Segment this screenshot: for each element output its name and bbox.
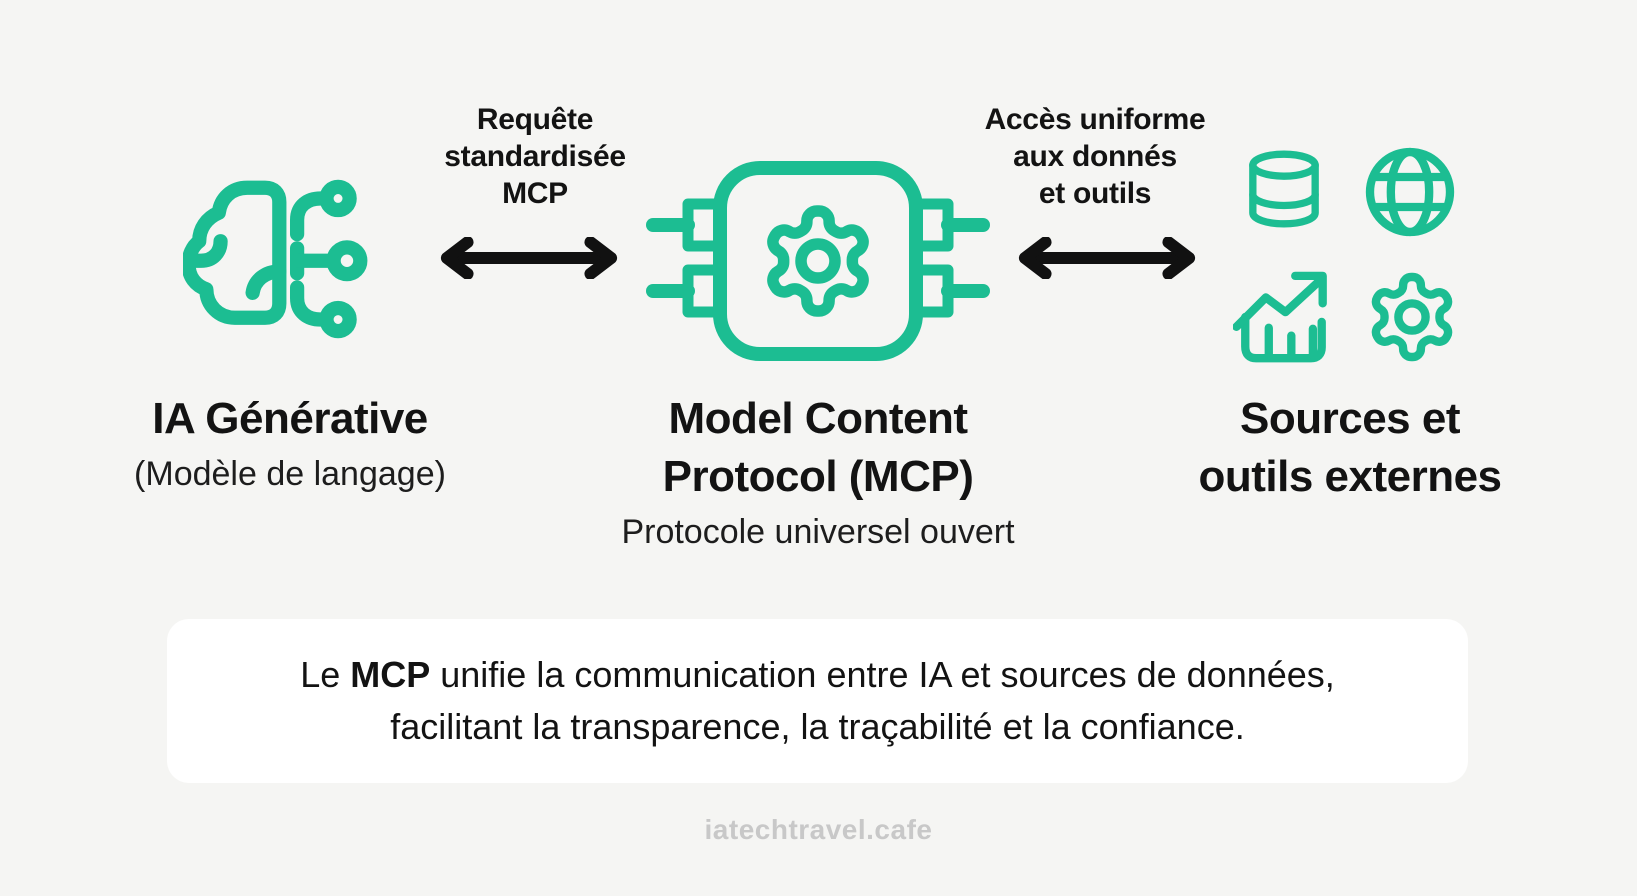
left-arrow-label: Requête standardisée MCP [444,103,626,210]
right-node-title: Sources et outils externes [1198,394,1502,501]
right-double-arrow-icon [1008,237,1206,279]
summary-highlight: MCP [350,654,431,695]
right-arrow-label: Accès uniforme aux donnés et outils [984,103,1206,210]
trending-chart-icon [1233,270,1332,368]
left-node-title: IA Générative [152,394,428,443]
center-node-subtitle: Protocole universel ouvert [621,513,1015,551]
site-watermark: iatechtravel.cafe [704,814,933,845]
left-double-arrow-icon [430,237,628,279]
brain-circuit-icon [183,170,397,348]
center-node-title: Model Content Protocol (MCP) [662,394,974,501]
globe-icon [1360,140,1460,244]
left-node-subtitle: (Modèle de langage) [134,455,446,493]
gear-icon [1364,268,1460,366]
chip-gear-icon [643,160,993,362]
summary-text: Le MCP unifie la communication entre IA … [300,654,1335,747]
database-icon [1240,138,1328,240]
summary-card: Le MCP unifie la communication entre IA … [167,619,1468,783]
